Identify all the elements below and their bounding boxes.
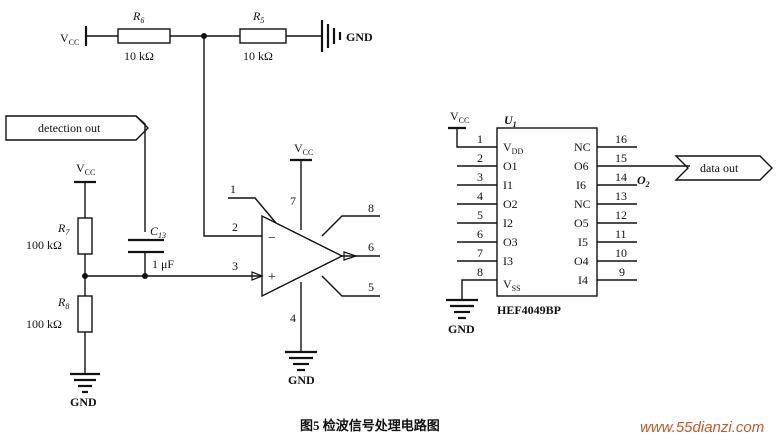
r7-name: R7 [57,221,70,237]
data-out-port: data out [674,155,773,181]
resistor-r6 [117,28,171,44]
ic-pin-label-16: NC [574,140,591,154]
ic-pin-label-15: O6 [574,159,589,173]
ic-output-label: O2 [637,173,650,189]
ic-body [496,127,598,297]
ic-pin-label-9: I4 [578,273,588,287]
ic-pin-num-2: 2 [477,151,483,165]
ic-pin-label-vdd: VDD [503,140,523,156]
opamp-pin-6: 6 [368,240,374,254]
output-arrow [343,251,358,261]
ic-pin-label-vss: VSS [503,277,521,293]
vcc-label-ic: VCC [450,109,469,125]
ic-pin-label-o3: O3 [503,235,518,249]
r6-name: R6 [132,9,144,25]
opamp-minus-sign: − [268,231,276,246]
capacitor-c13: C13 1 μF [128,224,174,276]
ic-pin-num-14: 14 [615,170,627,184]
r5-name: R5 [252,9,264,25]
top-rail: VCC GND R6 10 kΩ R5 10 kΩ [60,9,373,237]
c13-value: 1 μF [152,257,174,271]
ic-pin-label-o2: O2 [503,197,518,211]
ic-pin-label-i1: I1 [503,178,513,192]
ground-symbol-ic [446,298,478,320]
resistor-r7 [77,217,93,255]
vcc-label-top: VCC [60,31,79,47]
detection-out-label: detection out [38,121,101,135]
plus-input-arrow [251,271,264,281]
opamp-pin-5: 5 [368,280,374,294]
vcc-label-left: VCC [76,161,95,177]
ic-pin-num-1: 1 [477,132,483,146]
ic-pin-label-i2: I2 [503,216,513,230]
ic-pin-num-16: 16 [615,132,627,146]
bias-divider: VCC GND R7 100 kΩ R8 100 kΩ [26,161,264,409]
ic-ref: U1 [504,113,517,129]
opamp-plus-sign: + [268,270,276,285]
opamp-pin-4: 4 [290,311,296,325]
ic-pin-num-8: 8 [477,265,483,279]
gnd-label-ic: GND [448,322,475,336]
opamp-pin-1: 1 [230,182,236,196]
r8-name: R8 [57,295,69,311]
ic-pin-label-12: O5 [574,216,589,230]
ic-hef4049bp: U1 HEF4049BP VCC GND 1 2 3 4 5 6 7 8 [446,109,690,336]
gnd-label-top: GND [346,30,373,44]
ic-pin-num-10: 10 [615,246,627,260]
c13-name: C13 [150,224,166,240]
ground-symbol-left [70,372,100,394]
r5-value: 10 kΩ [243,49,273,63]
ic-pin-num-13: 13 [615,189,627,203]
watermark: www.55dianzi.com [640,419,764,436]
ic-pin-label-11: I5 [578,235,588,249]
opamp-pin-2: 2 [232,220,238,234]
ic-pin-num-15: 15 [615,151,627,165]
r7-value: 100 kΩ [26,238,62,252]
gnd-label-opamp: GND [288,373,315,387]
opamp-pin-3: 3 [232,259,238,273]
ground-symbol-opamp [285,350,317,372]
junction-cap [142,273,148,279]
opamp-pin-7: 7 [290,194,296,208]
gnd-label-left: GND [70,395,97,409]
ic-pin-num-4: 4 [477,189,483,203]
ic-pin-num-5: 5 [477,208,483,222]
op-amp: − + 1 2 3 VCC 7 4 GND 8 6 5 [228,141,380,387]
ground-symbol-top [320,20,342,52]
r8-value: 100 kΩ [26,317,62,331]
ic-pin-num-7: 7 [477,246,483,260]
ic-pin-num-6: 6 [477,227,483,241]
ic-pin-num-12: 12 [615,208,627,222]
data-out-label: data out [700,161,739,175]
vcc-label-opamp: VCC [294,141,313,157]
figure-caption: 图5 检波信号处理电路图 [300,418,440,433]
ic-pin-num-11: 11 [615,227,627,241]
detection-out-port: detection out [5,115,149,232]
resistor-r8 [77,295,93,333]
ic-pin-num-9: 9 [619,265,625,279]
opamp-pin-8: 8 [368,201,374,215]
ic-part-number: HEF4049BP [497,303,561,317]
r6-value: 10 kΩ [124,49,154,63]
ic-pin-label-o1: O1 [503,159,518,173]
ic-pin-num-3: 3 [477,170,483,184]
ic-pin-label-13: NC [574,197,591,211]
resistor-r5 [239,28,287,44]
ic-pin-label-i3: I3 [503,254,513,268]
ic-pin-label-14: I6 [576,178,586,192]
ic-pin-label-10: O4 [574,254,589,268]
